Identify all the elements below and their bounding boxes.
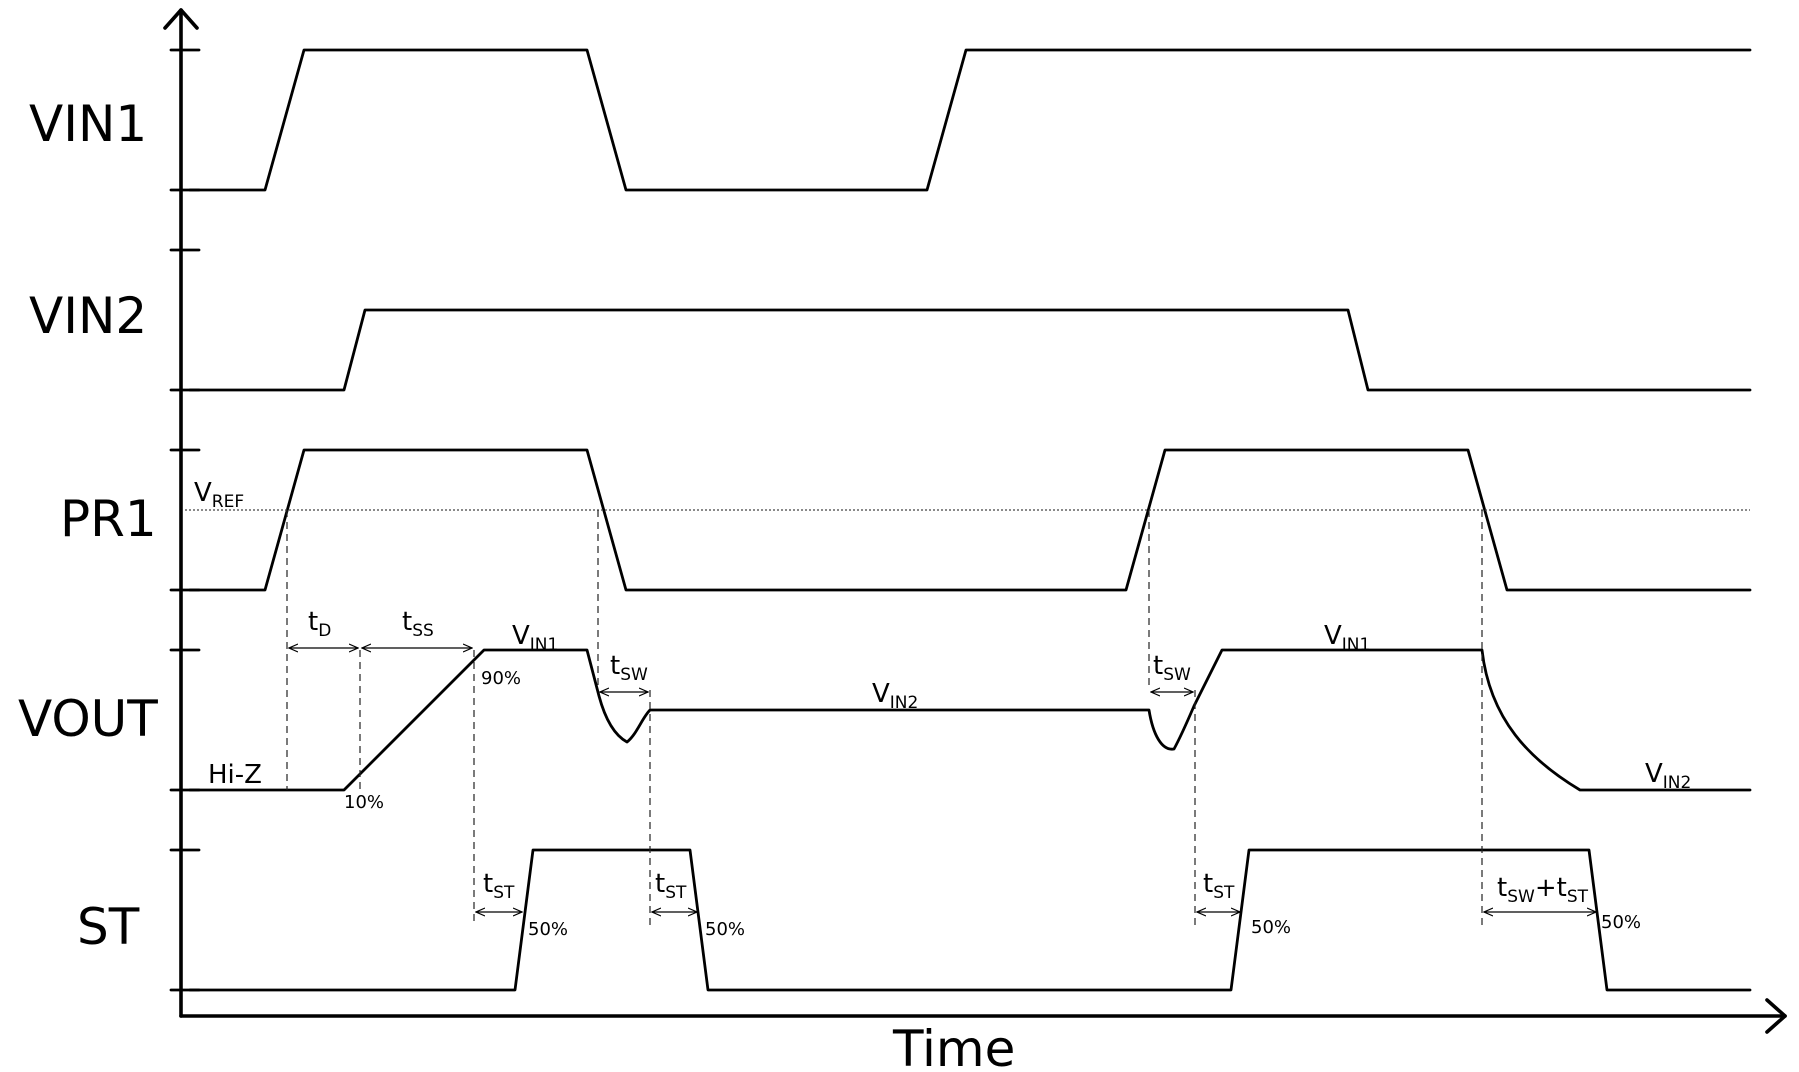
timing-labels: tD tSS tSW tSW tST tST tST tSW+tST — [308, 607, 1589, 907]
signal-label-vin1: VIN1 — [29, 95, 147, 153]
hi-z-label: Hi-Z — [208, 760, 262, 790]
y-axis-arrowhead — [163, 8, 199, 30]
tsw-plus-tst-label: tSW+tST — [1497, 873, 1589, 907]
x-axis-arrowhead — [1765, 998, 1787, 1034]
percent-labels: 10% 90% 50% 50% 50% 50% — [344, 668, 1641, 940]
signal-label-pr1: PR1 — [60, 490, 157, 548]
vin1-level-label-1: VIN1 — [512, 621, 558, 655]
pct-50-label: 50% — [528, 919, 568, 940]
tss-label: tSS — [402, 607, 434, 641]
signal-label-vin2: VIN2 — [29, 287, 147, 345]
guide-lines — [286, 510, 1483, 925]
vin2-level-label-1: VIN2 — [872, 679, 918, 713]
pct-90-label: 90% — [481, 668, 521, 689]
reference-line-group: VREF — [185, 478, 1750, 512]
pct-50-label: 50% — [1601, 912, 1641, 933]
signal-labels: VIN1 VIN2 PR1 VOUT ST Time — [18, 95, 1015, 1072]
waveforms — [188, 48, 1752, 992]
vin2-level-label-2: VIN2 — [1645, 759, 1691, 793]
tst-label-2: tST — [655, 869, 687, 903]
vin1-level-label-2: VIN1 — [1324, 621, 1370, 655]
tst-label-3: tST — [1203, 869, 1235, 903]
pr1-waveform — [188, 448, 1752, 592]
vin2-waveform — [188, 308, 1752, 392]
axes — [163, 8, 1787, 1034]
tst-label-1: tST — [483, 869, 515, 903]
tsw-label-2: tSW — [1153, 651, 1191, 685]
td-label: tD — [308, 607, 331, 641]
st-waveform — [188, 848, 1752, 992]
tsw-label-1: tSW — [610, 651, 648, 685]
signal-label-st: ST — [77, 898, 140, 956]
pct-50-label: 50% — [705, 919, 745, 940]
x-axis-label: Time — [892, 1020, 1015, 1072]
vout-waveform — [188, 648, 1752, 792]
pct-10-label: 10% — [344, 792, 384, 813]
vin1-waveform — [188, 48, 1752, 192]
pct-50-label: 50% — [1251, 917, 1291, 938]
vout-level-labels: Hi-Z VIN1 VIN1 VIN2 VIN2 — [208, 621, 1691, 793]
dimension-arrows — [289, 648, 1596, 912]
vref-label: VREF — [194, 478, 244, 512]
signal-label-vout: VOUT — [18, 690, 158, 748]
